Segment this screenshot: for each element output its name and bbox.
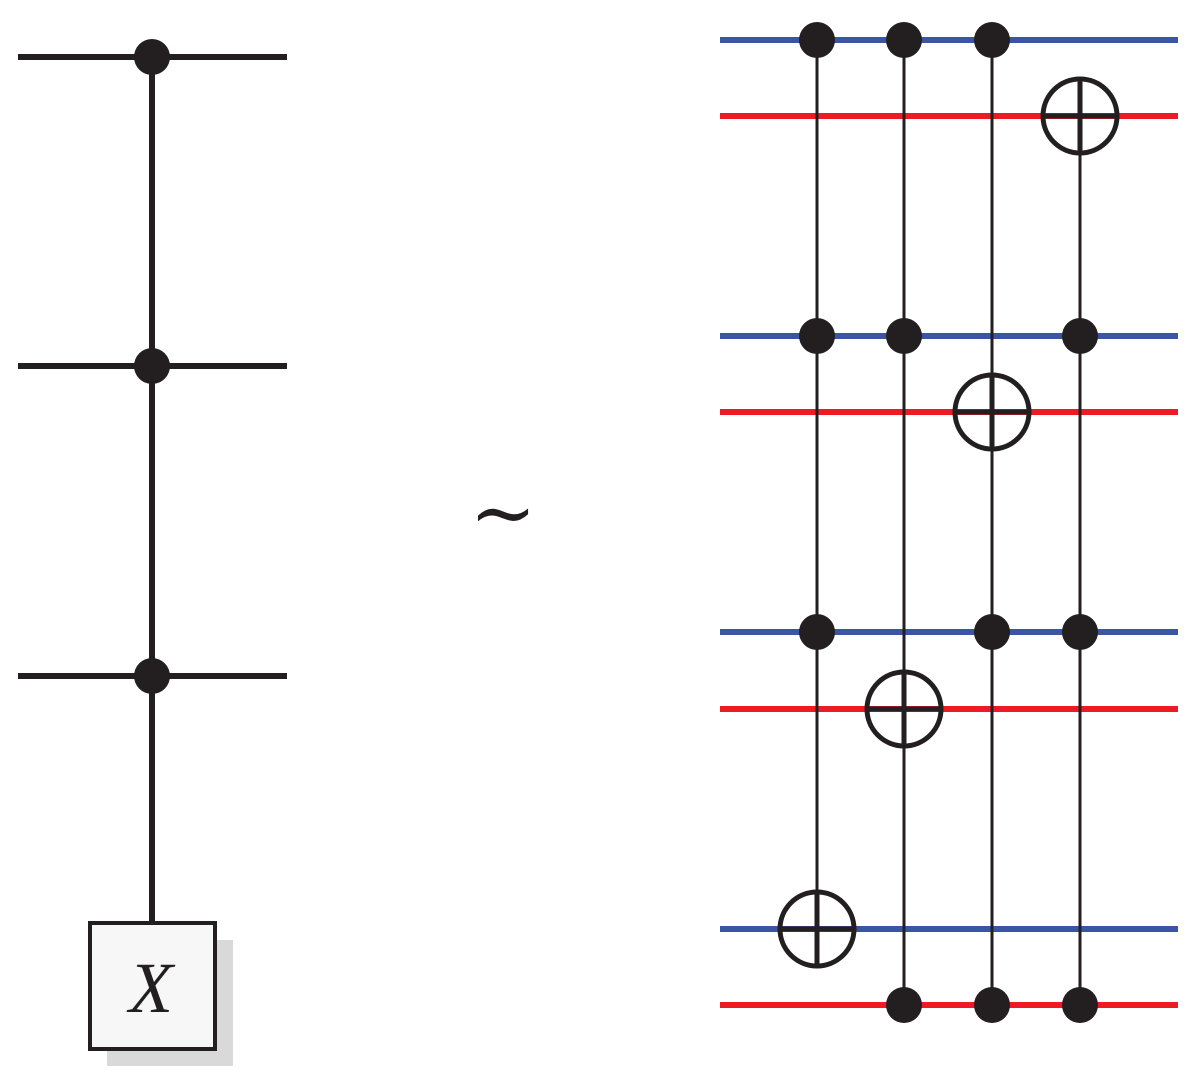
equivalence-symbol: ∼ bbox=[469, 466, 536, 559]
gate-4-control-dot-wire-5 bbox=[1062, 614, 1098, 650]
gate-1-control-dot-wire-3 bbox=[799, 318, 835, 354]
gate-2-control-dot-wire-8 bbox=[886, 987, 922, 1023]
gate-4 bbox=[1040, 76, 1120, 1023]
left-control-dot-1 bbox=[134, 39, 170, 75]
gate-3-control-dot-wire-5 bbox=[974, 614, 1010, 650]
right-circuit-wires bbox=[720, 37, 1178, 1008]
gate-4-control-dot-wire-8 bbox=[1062, 987, 1098, 1023]
right-circuit-gates bbox=[777, 22, 1120, 1023]
gate-2-control-dot-wire-3 bbox=[886, 318, 922, 354]
x-gate-box bbox=[88, 921, 217, 1051]
x-gate-label: X bbox=[126, 948, 176, 1028]
gate-3-control-dot-wire-8 bbox=[974, 987, 1010, 1023]
gate-4-control-dot-wire-3 bbox=[1062, 318, 1098, 354]
gate-1-control-dot-wire-5 bbox=[799, 614, 835, 650]
gate-2 bbox=[864, 22, 944, 1023]
left-circuit: X bbox=[18, 39, 287, 1066]
gate-2-control-dot-wire-1 bbox=[886, 22, 922, 58]
left-control-dot-2 bbox=[134, 348, 170, 384]
left-control-dot-3 bbox=[134, 658, 170, 694]
gate-3 bbox=[952, 22, 1032, 1023]
gate-1 bbox=[777, 22, 857, 969]
gate-3-control-dot-wire-1 bbox=[974, 22, 1010, 58]
gate-1-control-dot-wire-1 bbox=[799, 22, 835, 58]
